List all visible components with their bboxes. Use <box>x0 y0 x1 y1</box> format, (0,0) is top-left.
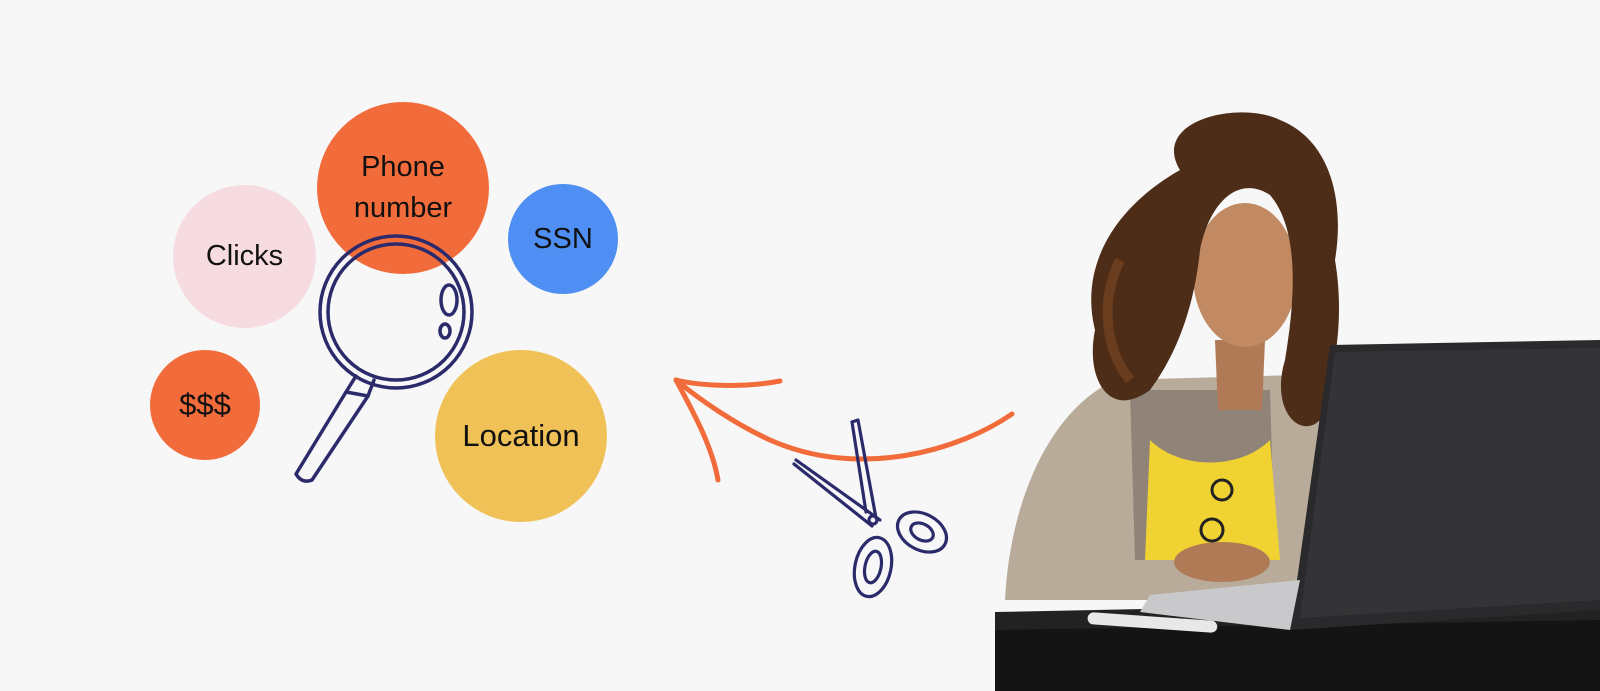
curved-arrow-icon <box>673 377 1015 483</box>
bubble-phone-number: Phone number <box>317 102 489 274</box>
scissors-icon <box>792 418 949 599</box>
bubble-ssn: SSN <box>508 184 618 294</box>
bubble-clicks: Clicks <box>173 185 316 328</box>
bubble-money-label: $$$ <box>179 387 231 423</box>
bubble-location: Location <box>435 350 607 522</box>
bubble-phone-label: Phone number <box>353 151 453 224</box>
magnifying-glass-icon <box>294 234 474 483</box>
bubble-clicks-label: Clicks <box>205 240 284 273</box>
bubble-money: $$$ <box>150 350 260 460</box>
bubble-location-label: Location <box>462 418 580 454</box>
photo-woman-at-laptop <box>995 112 1600 691</box>
bubble-ssn-label: SSN <box>533 222 593 255</box>
